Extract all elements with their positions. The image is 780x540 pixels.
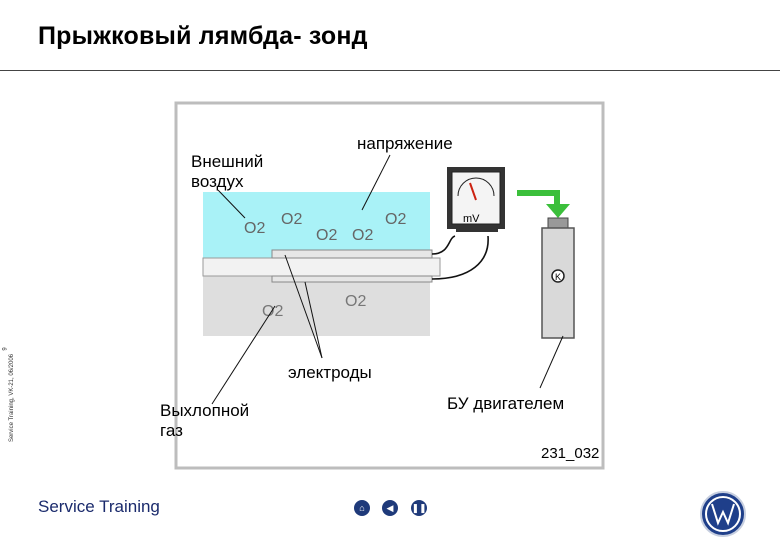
wire-top [431,235,456,255]
sensor-element [202,257,441,277]
o2-top-5: O2 [385,211,406,228]
label-outside-air: Внешний воздух [191,152,264,191]
meter-unit: mV [463,213,480,225]
signal-arrow [517,190,570,218]
voltmeter: mV [447,167,505,232]
vw-logo [700,491,746,537]
o2-top-2: O2 [281,211,302,228]
pause-button[interactable]: ❚❚ [411,500,427,516]
exhaust-zone [203,276,430,336]
label-ecu: БУ двигателем [447,394,565,413]
figure-id: 231_032 [541,445,600,462]
vw-logo-icon [705,496,741,532]
electrode-top [271,249,433,259]
label-voltage: напряжение [357,134,453,153]
home-icon: ⌂ [359,503,365,513]
label-electrodes: электроды [288,363,372,382]
back-icon: ◀ [386,503,394,513]
svg-text:K: K [555,272,561,282]
label-exhaust: Выхлопной газ [160,401,250,440]
o2-top-1: O2 [244,220,265,237]
electrode-bottom [271,275,433,283]
o2-bottom-2: O2 [345,293,366,310]
footer-brand: Service Training [38,497,160,516]
pause-icon: ❚❚ [411,503,427,513]
o2-top-3: O2 [316,227,337,244]
air-zone [203,192,430,258]
title-divider [0,70,780,71]
back-button[interactable]: ◀ [382,500,398,516]
wire-bottom [431,235,489,280]
o2-top-4: O2 [352,227,373,244]
o2-bottom-1: O2 [262,303,283,320]
home-button[interactable]: ⌂ [354,500,370,516]
page-title: Прыжковый лямбда- зонд [38,22,368,50]
ecu-unit: K [541,217,575,339]
